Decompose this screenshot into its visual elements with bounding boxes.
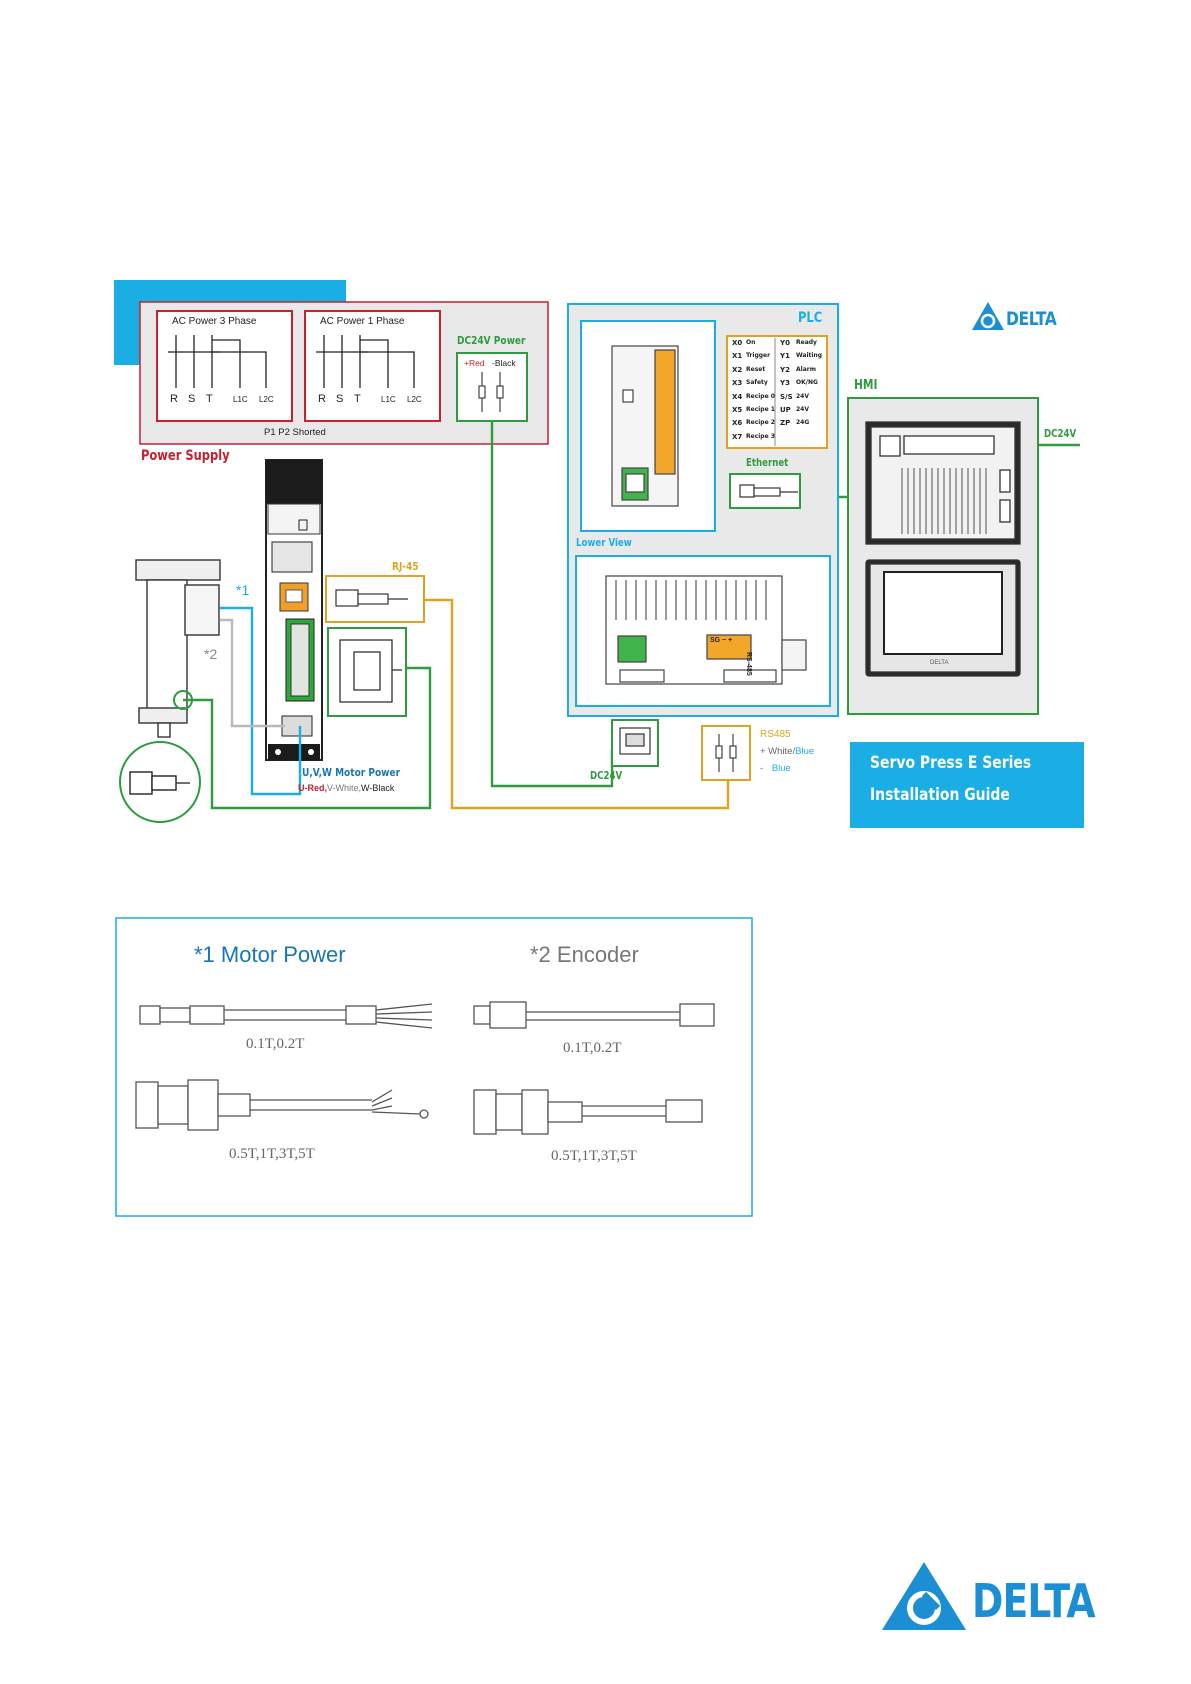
motor-small-label: 0.1T,0.2T (246, 1036, 305, 1052)
plc-module (611, 345, 679, 507)
dc24-power-box (456, 352, 528, 422)
terminal-r: R (170, 393, 178, 405)
uvw-v: V-White, (327, 783, 362, 793)
cable-reference-box (115, 917, 753, 1217)
ac3-box (156, 310, 293, 422)
plc-io-table (726, 335, 828, 449)
uvw-title: U,V,W Motor Power (302, 766, 401, 779)
rs485-plus: + White/Blue (760, 746, 815, 757)
terminal-t: T (206, 393, 213, 405)
rs485-port-tag: RS-485 (745, 652, 752, 676)
motor-cable-large (135, 1079, 429, 1131)
hmi-front (865, 559, 1021, 677)
rs485-box (701, 725, 751, 781)
motor-power-title: *1 Motor Power (194, 942, 346, 967)
encoder-cable-large (473, 1089, 703, 1135)
encoder-title: *2 Encoder (530, 942, 639, 967)
motor-large-label: 0.5T,1T,3T,5T (229, 1146, 315, 1162)
servo-motor (119, 559, 221, 823)
dc24-ferrules (478, 372, 504, 412)
power-supply-title: Power Supply (141, 448, 230, 464)
wires (183, 421, 1080, 810)
uvw-u: U-Red, (298, 783, 327, 793)
encoder-large-label: 0.5T,1T,3T,5T (551, 1148, 637, 1164)
ethernet-label: Ethernet (746, 457, 789, 469)
terminal-r: R (318, 393, 326, 405)
terminal-s: S (188, 393, 196, 405)
hmi-rear (865, 421, 1021, 545)
encoder-ref: *2 (204, 646, 218, 662)
dc24-power-title: DC24V Power (457, 334, 526, 347)
rs485-minus: - Blue (760, 763, 791, 774)
ac3-label: AC Power 3 Phase (172, 316, 257, 327)
delta-logo-small: DELTA (970, 300, 1070, 332)
terminal-l2c: L2C (259, 395, 274, 404)
ac3-wiring (168, 335, 267, 388)
hmi-title: HMI (854, 378, 878, 393)
dc24-red-label: +Red (464, 358, 485, 368)
encoder-cable-small (473, 1001, 715, 1029)
guide-box (850, 742, 1084, 828)
motor-cable-small (139, 1003, 433, 1029)
terminal-l1c: L1C (381, 395, 396, 404)
ac1-box (304, 310, 441, 422)
terminal-l1c: L1C (233, 395, 248, 404)
rs485-title: RS485 (760, 729, 791, 740)
hmi-dc24v-label: DC24V (1044, 428, 1077, 440)
uvw-colors: U-Red,V-White,W-Black (298, 783, 394, 793)
rj45-label: RJ-45 (392, 560, 419, 573)
delta-wordmark-large: DELTA (972, 1574, 1096, 1628)
plc-dc24v-connector (619, 727, 651, 755)
ac1-label: AC Power 1 Phase (320, 316, 405, 327)
ac1-wiring (316, 335, 415, 388)
terminal-s: S (336, 393, 344, 405)
lower-view-label: Lower View (576, 537, 632, 549)
delta-triangle-icon (972, 302, 1004, 330)
plc-title: PLC (798, 310, 823, 326)
plc-dc24v-label: DC24V (590, 770, 623, 782)
rj45-plug (335, 589, 408, 607)
servo-drive (265, 459, 323, 761)
sg-label: SG − + (710, 637, 733, 644)
terminal-t: T (354, 393, 361, 405)
delta-logo-large: DELTA (880, 1560, 1130, 1632)
uvw-w: W-Black (361, 783, 395, 793)
hmi-brand-small: DELTA (930, 660, 949, 666)
plc-lower-module (605, 575, 807, 685)
guide-title-line2: Installation Guide (870, 785, 1010, 805)
encoder-small-label: 0.1T,0.2T (563, 1040, 622, 1056)
delta-triangle-icon (882, 1562, 966, 1630)
cn-connector (339, 639, 402, 703)
guide-title-line1: Servo Press E Series (870, 753, 1032, 773)
terminal-l2c: L2C (407, 395, 422, 404)
dc24-black-label: -Black (492, 358, 516, 368)
motor-power-ref: *1 (236, 582, 250, 598)
delta-wordmark-small: DELTA (1006, 308, 1057, 330)
ethernet-plug (739, 484, 798, 498)
p1p2-note: P1 P2 Shorted (264, 427, 326, 438)
rs485-ferrules (715, 734, 737, 772)
